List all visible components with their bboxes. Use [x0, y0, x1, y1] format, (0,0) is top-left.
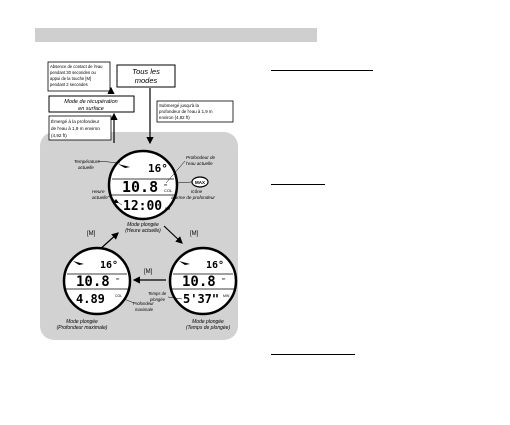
left-watch-depth: 10.8: [76, 274, 110, 290]
top-watch-time-unit: PM: [165, 207, 170, 211]
left-label-bottom-1: Profondeur: [133, 301, 154, 306]
all-modes-box: [116, 64, 176, 88]
top-watch-depth: 10.8: [122, 178, 158, 196]
right-watch-depth: 10.8: [182, 274, 216, 290]
left-watch-bottom: 4.89: [76, 292, 105, 306]
surface-mode-line-2: en surface: [78, 106, 104, 112]
right-rule-1: [271, 70, 373, 71]
label-depth-line-1: Profondeur de: [186, 155, 216, 160]
right-watch-depth-unit: m: [222, 276, 226, 281]
surfaced-note-box: [48, 115, 112, 141]
label-time-line-1: Heure: [92, 189, 105, 194]
right-watch-temp: 16°: [206, 260, 224, 271]
label-depth-line-2: l'eau actuelle: [186, 161, 213, 166]
top-watch-temp: 16°: [148, 162, 168, 175]
surface-mode-line-1: Mode de récupération: [64, 99, 118, 105]
right-watch-caption-2: (Temps de plongée): [186, 325, 231, 331]
submerged-note-box: [156, 100, 234, 123]
m-key-bottom: [M]: [144, 269, 153, 275]
left-watch-caption-1: Mode plongée: [66, 319, 98, 325]
m-key-left: [M]: [87, 231, 96, 237]
right-watch-bottom-unit: MIN: [223, 294, 230, 298]
section-header-bar: [35, 28, 317, 42]
m-key-right: [M]: [190, 231, 199, 237]
right-label-bottom-1: Temps de: [148, 291, 167, 296]
max-alarm-text: MAX: [195, 180, 205, 185]
all-modes-line-2: modes: [135, 76, 158, 85]
right-watch-bottom: 5'37": [183, 292, 219, 306]
watch-top-bezel: [107, 149, 179, 221]
surfaced-line-2: de l'eau à 1,9 m environ: [51, 126, 100, 131]
left-watch-temp: 16°: [100, 260, 118, 271]
right-label-bottom-2: plongée: [149, 297, 166, 302]
right-rule-2: [271, 184, 325, 185]
top-watch-time: 12:00: [123, 199, 162, 214]
diver-icon-right: [179, 261, 190, 265]
right-watch-caption-1: Mode plongée: [192, 319, 224, 325]
no-contact-line-4: pendant 2 secondes: [50, 82, 88, 87]
left-watch-bottom-unit: COL: [115, 294, 122, 298]
top-watch-caption-1: Mode plongée: [127, 222, 159, 228]
surfaced-line-1: Émergé à la profondeur: [51, 118, 100, 124]
submerged-line-3: environ (4,92 ft): [159, 115, 190, 120]
top-watch-caption-2: (Heure actuelle): [125, 228, 161, 234]
no-contact-line-2: pendant 30 secondes ou: [50, 70, 97, 75]
label-time-line-2: actuelle: [92, 195, 108, 200]
diver-icon: [118, 164, 130, 168]
diver-icon-left: [73, 261, 84, 265]
surfaced-line-3: (4,92 ft): [51, 133, 67, 138]
no-contact-note-box: [47, 61, 111, 92]
top-watch-depth-unit: m: [164, 182, 168, 187]
left-label-bottom-2: maximale: [135, 307, 154, 312]
no-contact-line-1: Absence de contact de l'eau: [50, 64, 103, 69]
no-contact-line-3: appui de la touche [M]: [50, 76, 91, 81]
surface-mode-box: [48, 95, 135, 113]
left-watch-depth-unit: m: [116, 276, 120, 281]
label-temp-line-2: actuelle: [78, 165, 94, 170]
top-watch-col: COL: [164, 188, 173, 193]
label-temp-line-1: Température: [74, 159, 100, 164]
dive-mode-diagram: Tous les modes Absence de contact de l'e…: [40, 61, 238, 340]
submerged-line-1: Submergé jusqu'à la: [159, 103, 199, 108]
all-modes-line-1: Tous les: [132, 67, 160, 76]
right-rule-3: [271, 354, 355, 355]
submerged-line-2: profondeur de l'eau à 1,9 m: [159, 109, 213, 114]
label-alarm-line-1: Icône: [191, 189, 203, 194]
arrow-top-to-right: [163, 225, 183, 244]
left-watch-caption-2: (Profondeur maximale): [57, 325, 108, 331]
label-alarm-line-2: alarme de profondeur: [171, 195, 215, 200]
